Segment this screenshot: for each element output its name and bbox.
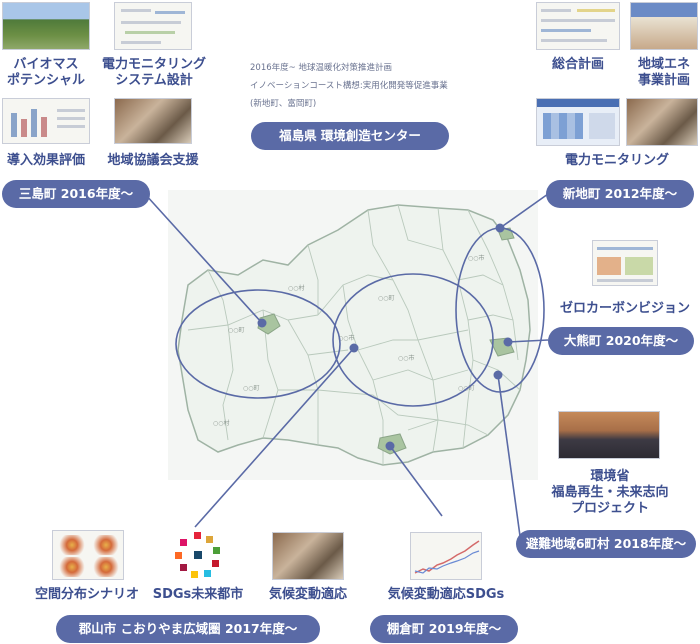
sdgs-wheel-graphic <box>172 530 224 580</box>
spatial-distribution-label: 空間分布シナリオ <box>34 587 139 602</box>
futaba-region-ellipse <box>455 227 545 393</box>
climate-adaptation-photo <box>272 532 344 580</box>
spatial-distribution-maps <box>52 530 124 580</box>
tanagura-pill: 棚倉町 2019年度〜 <box>370 615 518 643</box>
impact-evaluation-chart <box>2 98 90 144</box>
environment-center-pill: 福島県 環境創造センター <box>251 122 449 150</box>
environment-ministry-project-label: 環境省福島再生・未来志向プロジェクト <box>551 469 669 516</box>
shinchi-pill: 新地町 2012年度〜 <box>546 180 694 208</box>
svg-text:○○町: ○○町 <box>228 327 244 334</box>
sdgs-wheel-icon <box>175 532 220 578</box>
koriyama-pill: 郡山市 こおりやま広域圏 2017年度〜 <box>56 615 320 643</box>
comprehensive-plan-document <box>536 2 620 50</box>
regional-council-support-label: 地域協議会支援 <box>107 153 199 168</box>
mishima-pill: 三島町 2016年度〜 <box>2 180 150 208</box>
zero-carbon-document <box>592 240 658 286</box>
regional-energy-plan-label: 地域エネ事業計画 <box>637 57 690 88</box>
monitoring-meeting-photo <box>626 98 698 146</box>
zero-carbon-vision-label: ゼロカーボンビジョン <box>559 301 690 316</box>
svg-text:○○町: ○○町 <box>243 385 259 392</box>
comprehensive-plan-label: 総合計画 <box>551 57 604 72</box>
biomass-photo <box>2 2 90 50</box>
climate-adaptation-label: 気候変動適応 <box>268 587 347 602</box>
okuma-dot <box>503 337 513 347</box>
evacuation-area-pill: 避難地域6町村 2018年度〜 <box>516 530 696 558</box>
monitoring-system-design-label: 電力モニタリングシステム設計 <box>101 57 206 88</box>
svg-text:○○村: ○○村 <box>288 284 304 292</box>
monitoring-system-diagram <box>114 2 192 50</box>
plan-text-line-2: イノベーションコースト構想:実用化開発等促進事業 <box>250 81 448 91</box>
climate-sdgs-chart <box>410 532 482 580</box>
impact-evaluation-label: 導入効果評価 <box>6 153 85 168</box>
svg-text:○○町: ○○町 <box>378 295 394 302</box>
mishima-region-ellipse <box>175 289 341 399</box>
plan-text-line-1: 2016年度~ 地球温暖化対策推進計画 <box>250 63 392 73</box>
sdgs-future-city-label: SDGs未来都市 <box>152 587 244 602</box>
okuma-pill: 大熊町 2020年度〜 <box>548 327 694 355</box>
svg-text:○○市: ○○市 <box>398 354 414 362</box>
environment-ministry-photo <box>558 411 660 459</box>
svg-text:○○市: ○○市 <box>338 334 354 342</box>
tanagura-dot <box>385 441 395 451</box>
svg-text:○○村: ○○村 <box>213 419 229 427</box>
council-meeting-photo <box>114 98 192 144</box>
shinchi-dot <box>495 223 505 233</box>
energy-plan-document <box>630 2 698 50</box>
climate-adaptation-sdgs-label: 気候変動適応SDGs <box>387 587 505 602</box>
koriyama-region-ellipse <box>332 273 494 407</box>
svg-text:○○市: ○○市 <box>468 254 484 262</box>
plan-text-line-3: (新地町、富岡町) <box>250 99 317 109</box>
power-monitoring-label: 電力モニタリング <box>564 153 669 168</box>
power-monitoring-screen <box>536 98 620 146</box>
biomass-potential-label: バイオマスポテンシャル <box>6 57 85 88</box>
evacuation-area-dot <box>493 370 503 380</box>
koriyama-dot <box>349 343 359 353</box>
climate-trend-chart <box>414 540 480 574</box>
mishima-dot <box>257 318 267 328</box>
